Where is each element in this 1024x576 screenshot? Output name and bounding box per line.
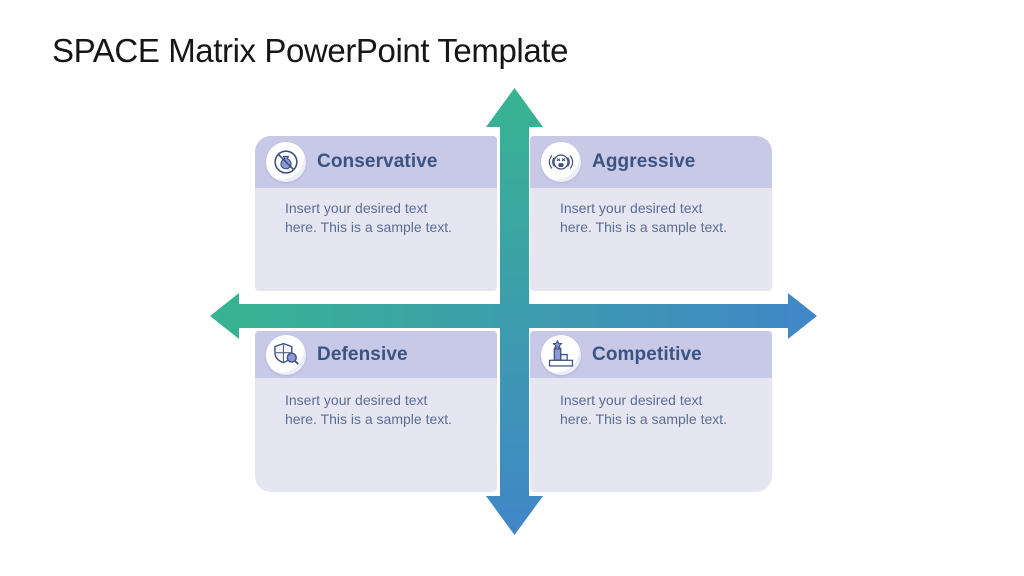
quadrant-title: Defensive [317, 343, 408, 365]
quadrant-body: Insert your desired text here. This is a… [530, 188, 772, 236]
quadrant-header: Conservative [255, 136, 497, 188]
icon-badge [541, 142, 581, 182]
vertical-axis-arrow [486, 88, 543, 535]
quadrant-body-line: Insert your desired text [285, 200, 428, 216]
quadrant-title: Competitive [592, 343, 702, 365]
quadrant-body: Insert your desired text here. This is a… [255, 378, 497, 428]
quadrant-header: Competitive [530, 331, 772, 378]
quadrant-card-conservative: Conservative Insert your desired text he… [255, 136, 497, 291]
quadrant-body-line: here. This is a sample text. [285, 410, 453, 427]
quadrant-body: Insert your desired text here. This is a… [255, 188, 497, 236]
icon-badge [266, 142, 306, 182]
angry-face-icon [548, 154, 574, 170]
quadrant-body-line: Insert your desired text [560, 392, 703, 408]
icon-badge [266, 334, 306, 375]
money-bag-prohibited-icon [274, 150, 298, 174]
quadrant-card-aggressive: Aggressive Insert your desired text here… [530, 136, 772, 291]
quadrant-card-defensive: Defensive Insert your desired text here.… [255, 331, 497, 492]
quadrant-body: Insert your desired text here. This is a… [530, 378, 772, 428]
quadrant-header: Defensive [255, 331, 497, 378]
quadrant-body-line: here. This is a sample text. [285, 218, 453, 235]
slide-title: SPACE Matrix PowerPoint Template [52, 32, 569, 69]
quadrant-body-line: Insert your desired text [560, 200, 703, 216]
shield-magnifier-icon [274, 342, 299, 365]
quadrant-title: Aggressive [592, 151, 696, 172]
quadrant-header: Aggressive [530, 136, 772, 188]
quadrant-title: Conservative [317, 151, 438, 172]
podium-star-icon [548, 339, 574, 367]
quadrant-body-line: here. This is a sample text. [560, 218, 728, 235]
icon-badge [541, 334, 581, 375]
quadrant-body-line: here. This is a sample text. [560, 410, 728, 427]
quadrant-card-competitive: Competitive Insert your desired text her… [530, 331, 772, 492]
quadrant-body-line: Insert your desired text [285, 392, 428, 408]
